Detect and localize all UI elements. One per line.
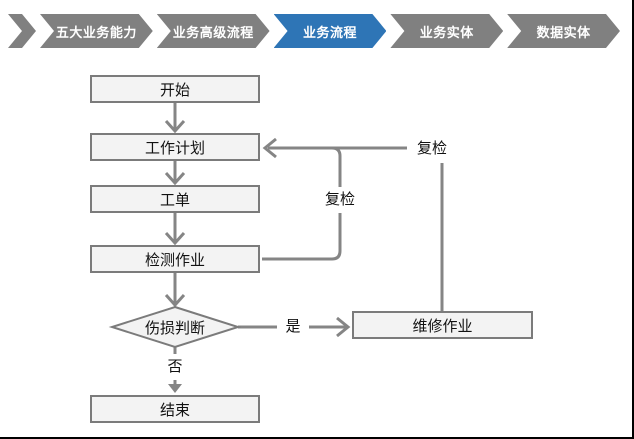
- nav-tab-business-entity[interactable]: 业务实体: [390, 14, 503, 48]
- node-end: 结束: [90, 395, 260, 423]
- node-start: 开始: [90, 75, 260, 103]
- nav-tab-business-capabilities[interactable]: 五大业务能力: [40, 14, 153, 48]
- node-inspection: 检测作业: [90, 245, 260, 273]
- nav-tab-data-entity[interactable]: 数据实体: [507, 14, 620, 48]
- node-work-plan: 工作计划: [90, 133, 260, 161]
- edge-label-recheck-repair: 复检: [407, 135, 457, 163]
- arrowhead-down-1: [164, 119, 186, 134]
- breadcrumb-nav: 五大业务能力 业务高级流程 业务流程 业务实体 数据实体: [8, 14, 620, 48]
- node-repair: 维修作业: [352, 311, 533, 339]
- nav-chevron-fragment-icon: [8, 14, 36, 48]
- arrowhead-left-plan: [262, 137, 277, 159]
- arrowhead-down-3: [164, 231, 186, 246]
- arrow-recheck-repair-line: [268, 146, 444, 311]
- arrowhead-down-2: [164, 171, 186, 186]
- node-work-order: 工单: [90, 185, 260, 213]
- edge-label-recheck-inspection: 复检: [316, 187, 364, 213]
- arrowhead-down-end: [168, 384, 182, 393]
- arrowhead-down-4: [164, 293, 186, 308]
- nav-tab-business-process[interactable]: 业务流程: [274, 14, 387, 48]
- arrowhead-right-repair: [336, 316, 351, 338]
- edge-label-no: 否: [159, 354, 191, 380]
- edge-label-yes: 是: [277, 314, 309, 340]
- nav-tab-advanced-process[interactable]: 业务高级流程: [157, 14, 270, 48]
- node-damage-decision: 伤损判断: [144, 319, 205, 337]
